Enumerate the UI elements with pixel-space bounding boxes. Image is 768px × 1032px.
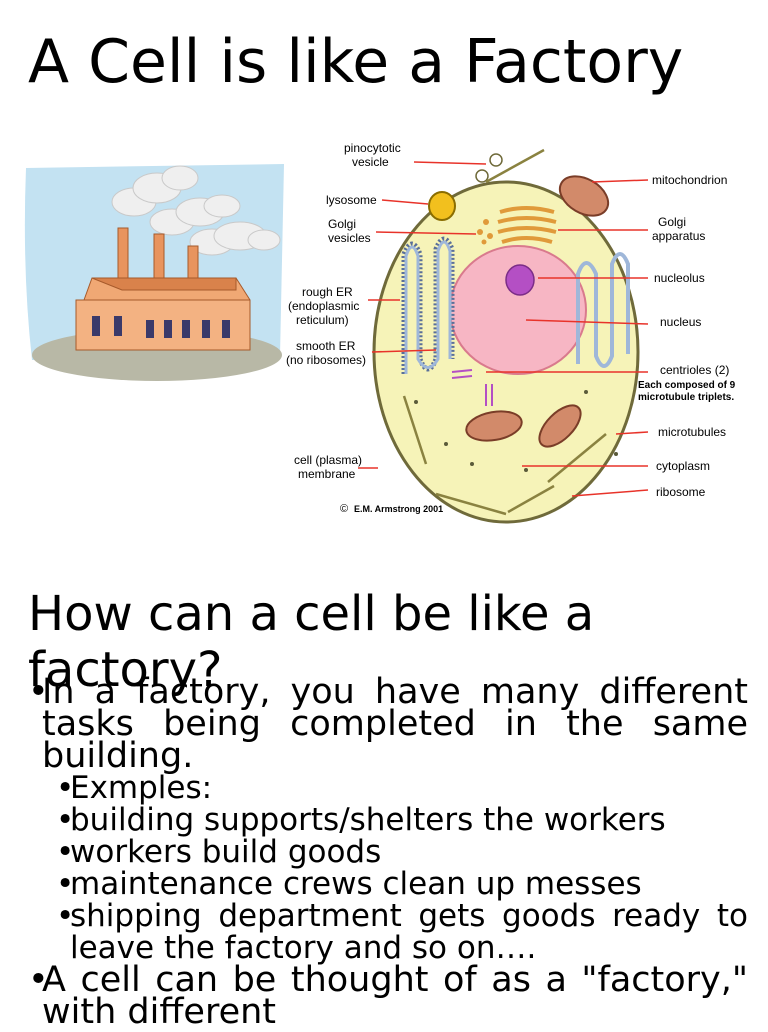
- smoke-clouds: [111, 165, 281, 256]
- golgi-vesicles: [477, 219, 493, 245]
- centrioles: [451, 369, 493, 406]
- microtubules: [402, 148, 607, 516]
- label-microtubules: microtubules: [658, 425, 726, 439]
- label-smooth-er-2: (no ribosomes): [286, 353, 366, 367]
- label-lysosome: lysosome: [326, 193, 377, 207]
- slide-content: In a factory, you have many different ta…: [28, 675, 748, 1030]
- bullet-example-3: maintenance crews clean up messes: [56, 868, 748, 900]
- factory-building: [75, 277, 251, 351]
- label-arrows: [358, 161, 649, 497]
- smooth-er: [576, 252, 630, 368]
- lysosome: [428, 191, 456, 221]
- bullet-example-1: building supports/shelters the workers: [56, 804, 748, 836]
- label-golgi-apparatus: Golgi: [658, 215, 686, 229]
- label-rough-er: rough ER: [302, 285, 353, 299]
- bullet-factory-tasks: In a factory, you have many different ta…: [28, 675, 748, 774]
- factory-illustration: [24, 164, 284, 381]
- factory-windows: [92, 316, 230, 338]
- label-rough-er-3: reticulum): [296, 313, 349, 327]
- label-golgi-vesicles-2: vesicles: [328, 231, 371, 245]
- label-golgi-apparatus-2: apparatus: [652, 229, 705, 243]
- label-golgi-vesicles: Golgi: [328, 217, 356, 231]
- label-nucleus: nucleus: [660, 315, 701, 329]
- animal-cell-diagram: pinocytotic vesicle lysosome Golgi vesic…: [286, 141, 736, 524]
- bullet-examples-label: Exmples:: [56, 772, 748, 804]
- label-centrioles: centrioles (2): [660, 363, 729, 377]
- label-smooth-er: smooth ER: [296, 339, 356, 353]
- mitochondria: [465, 175, 610, 448]
- label-centrioles-note: Each composed of 9: [638, 380, 736, 391]
- label-credit: E.M. Armstrong 2001: [354, 504, 443, 514]
- rough-er: [401, 236, 455, 374]
- label-rough-er-2: (endoplasmic: [288, 299, 359, 313]
- nucleolus: [505, 264, 535, 296]
- bullet-example-2: workers build goods: [56, 836, 748, 868]
- label-membrane: cell (plasma): [294, 453, 362, 467]
- slide-title: A Cell is like a Factory: [28, 27, 684, 97]
- label-ribosome: ribosome: [656, 485, 706, 499]
- ribosomes: [414, 390, 618, 472]
- label-centrioles-note-2: microtubule triplets.: [638, 392, 734, 403]
- label-membrane-2: membrane: [298, 467, 356, 481]
- label-pinocytotic: pinocytotic: [344, 141, 401, 155]
- label-cytoplasm: cytoplasm: [656, 459, 710, 473]
- label-nucleolus: nucleolus: [654, 271, 705, 285]
- label-mitochondrion: mitochondrion: [652, 173, 727, 187]
- copyright-symbol: ©: [340, 503, 348, 515]
- label-vesicle: vesicle: [352, 155, 389, 169]
- golgi-apparatus: [497, 206, 557, 244]
- bullet-example-4: shipping department gets goods ready to …: [56, 900, 748, 964]
- pinocytotic-vesicles: [475, 153, 503, 183]
- bullet-cell-factory: A cell can be thought of as a "factory,"…: [28, 963, 748, 1030]
